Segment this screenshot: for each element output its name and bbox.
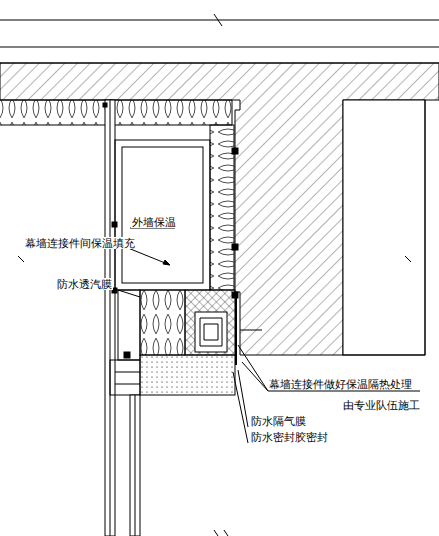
note-label: 防水隔气膜 bbox=[250, 415, 307, 427]
note-label: 由专业队伍施工 bbox=[342, 399, 421, 411]
note-label: 防水密封胶密封 bbox=[250, 431, 329, 443]
note-label: 外墙保温 bbox=[131, 216, 177, 228]
note-label: 幕墙连接件间保温填充 bbox=[24, 237, 136, 249]
note-label: 幕墙连接件做好保温隔热处理 bbox=[268, 378, 413, 390]
note-label: 防水透汽膜 bbox=[56, 278, 113, 290]
